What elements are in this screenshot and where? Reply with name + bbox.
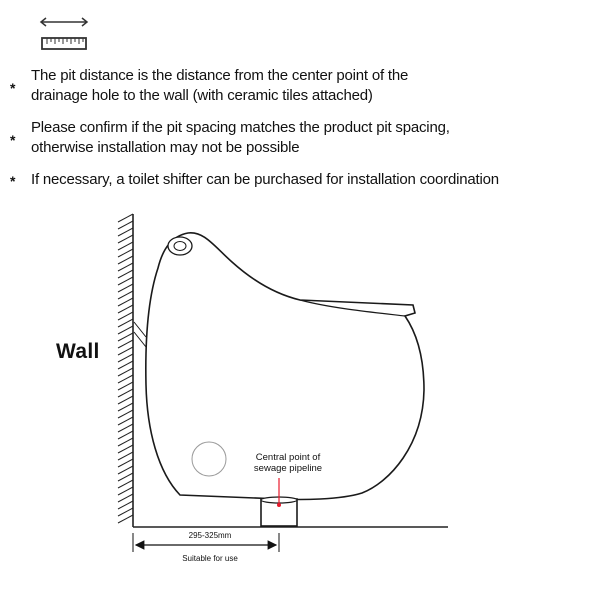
hatch-stroke — [117, 367, 134, 377]
hatch-stroke — [117, 479, 134, 489]
hatch-stroke — [117, 255, 134, 265]
hatch-stroke — [117, 507, 134, 517]
callout-point — [277, 503, 281, 507]
hatch-stroke — [117, 234, 134, 244]
hatch-stroke — [117, 514, 134, 524]
note-line: The pit distance is the distance from th… — [31, 67, 409, 84]
hatch-stroke — [117, 465, 134, 475]
hatch-stroke — [117, 409, 134, 419]
hatch-stroke — [117, 283, 134, 293]
hatch-stroke — [117, 423, 134, 433]
side-detail — [133, 321, 147, 348]
hatch-stroke — [117, 346, 134, 356]
hatch-stroke — [117, 304, 134, 314]
hatch-stroke — [117, 493, 134, 503]
hatch-stroke — [117, 500, 134, 510]
hatch-stroke — [117, 220, 134, 230]
callout-line-1: Central point of — [255, 452, 321, 463]
hatch-stroke — [117, 297, 134, 307]
note-line: otherwise installation may not be possib… — [31, 139, 300, 156]
note-line: drainage hole to the wall (with ceramic … — [31, 87, 373, 104]
callout-label: Central point of sewage pipeline — [238, 452, 338, 474]
note-text: Please confirm if the pit spacing matche… — [31, 118, 591, 158]
note-line: Please confirm if the pit spacing matche… — [31, 119, 450, 136]
hatch-stroke — [117, 437, 134, 447]
hatch-stroke — [117, 241, 134, 251]
lid-line — [299, 299, 406, 317]
note-bullet: * — [10, 132, 16, 148]
hatch-stroke — [117, 269, 134, 279]
hatch-stroke — [117, 332, 134, 342]
hatch-stroke — [117, 262, 134, 272]
hatch-stroke — [117, 353, 134, 363]
hatch-stroke — [117, 248, 134, 258]
hatch-stroke — [117, 213, 134, 223]
hatch-stroke — [117, 458, 134, 468]
note-text: If necessary, a toilet shifter can be pu… — [31, 170, 591, 190]
hatch-stroke — [117, 374, 134, 384]
hatch-stroke — [117, 430, 134, 440]
note-bullet: * — [10, 80, 16, 96]
toilet-outline — [145, 232, 425, 501]
dimension-label: 295-325mm — [188, 531, 232, 540]
hatch-stroke — [117, 311, 134, 321]
hatch-stroke — [117, 318, 134, 328]
note-line: If necessary, a toilet shifter can be pu… — [31, 171, 499, 188]
hatch-stroke — [117, 472, 134, 482]
hatch-stroke — [117, 388, 134, 398]
hatch-stroke — [117, 227, 134, 237]
hatch-stroke — [117, 276, 134, 286]
hatch-stroke — [117, 451, 134, 461]
hatch-stroke — [117, 444, 134, 454]
wall-label: Wall — [56, 340, 100, 363]
hatch-stroke — [117, 395, 134, 405]
wall-hatching — [117, 213, 134, 527]
hatch-stroke — [117, 416, 134, 426]
ruler-icon — [39, 17, 89, 50]
hatch-stroke — [117, 402, 134, 412]
callout-line-2: sewage pipeline — [253, 463, 323, 474]
hatch-stroke — [117, 381, 134, 391]
flush-button-inner — [173, 241, 187, 251]
suitable-label: Suitable for use — [182, 554, 238, 563]
hatch-stroke — [117, 360, 134, 370]
drain-circle — [191, 441, 227, 477]
note-text: The pit distance is the distance from th… — [31, 66, 591, 106]
hatch-stroke — [117, 486, 134, 496]
hatch-stroke — [117, 290, 134, 300]
hatch-stroke — [117, 325, 134, 335]
note-bullet: * — [10, 173, 16, 189]
hatch-stroke — [117, 339, 134, 349]
